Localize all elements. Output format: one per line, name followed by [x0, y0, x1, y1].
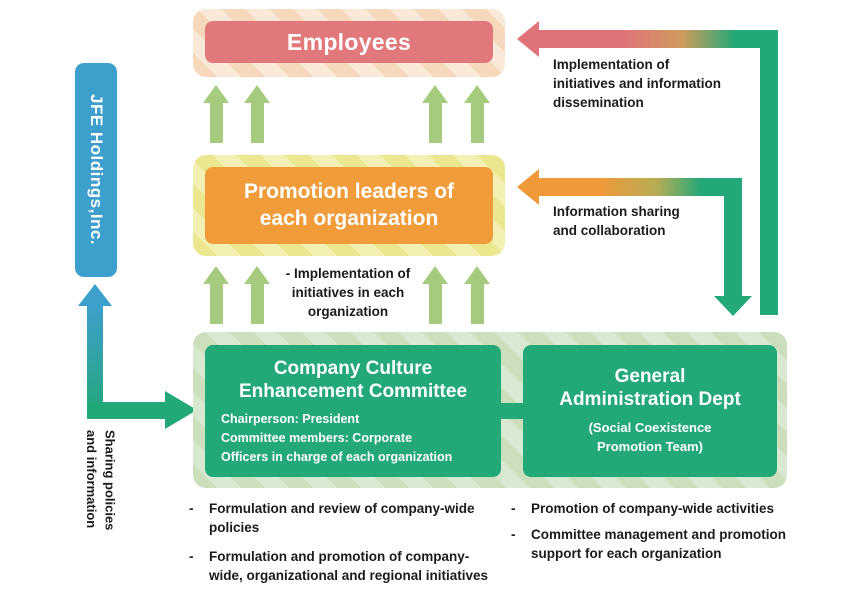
jfe-holdings-box: JFE Holdings,Inc. [75, 63, 117, 277]
up-arrow-icon [422, 266, 448, 324]
employees-title: Employees [286, 28, 412, 55]
list-item-text: Formulation and review of company-wide p… [209, 501, 475, 535]
dash-bullet: - [189, 501, 194, 516]
red-arrow-vertical-bar [760, 30, 778, 315]
committee-box: Company Culture Enhancement Committee Ch… [205, 345, 501, 477]
orange-arrow-left-head [517, 169, 539, 205]
sharing-arrow-up-head [78, 284, 112, 306]
sharing-arrow-right-head [165, 391, 197, 429]
up-arrow-icon [203, 266, 229, 324]
red-arrow-left-head [517, 21, 539, 57]
list-item-text: Promotion of company-wide activities [531, 501, 775, 516]
list-item-text: Formulation and promotion of company- wi… [209, 549, 489, 583]
up-arrow-icon [244, 266, 270, 324]
list-item: - Formulation and promotion of company- … [189, 547, 519, 585]
dash-bullet: - [189, 549, 194, 564]
admin-task-list: - Promotion of company-wide activities -… [511, 499, 831, 573]
orange-arrow-down-head [714, 296, 752, 316]
implementation-each-org-label: - Implementation of initiatives in each … [285, 266, 411, 319]
list-item: - Committee management and promotion sup… [511, 525, 831, 563]
committee-title: Company Culture Enhancement Committee [238, 358, 468, 403]
employees-box: Employees [205, 21, 493, 63]
admin-dept-title: General Administration Dept [559, 366, 741, 411]
up-arrow-icon [464, 266, 490, 324]
committee-admin-connector [497, 403, 527, 419]
dash-bullet: - [511, 501, 516, 516]
admin-dept-subtitle: (Social Coexistence Promotion Team) [588, 420, 712, 455]
committee-task-list: - Formulation and review of company-wide… [189, 499, 519, 595]
up-arrow-icon [203, 85, 229, 143]
sharing-policies-label: Sharing policies and information [84, 430, 118, 531]
promotion-leaders-box: Promotion leaders of each organization [205, 167, 493, 244]
information-sharing-label: Information sharing and collaboration [553, 204, 680, 238]
sharing-arrow-horizontal-shaft [87, 402, 165, 419]
sharing-arrow-vertical-shaft [87, 305, 103, 419]
committee-details: Chairperson: President Committee members… [221, 412, 453, 464]
admin-dept-box: General Administration Dept (Social Coex… [523, 345, 777, 477]
list-item: - Promotion of company-wide activities [511, 499, 831, 518]
red-arrow-shaft [539, 30, 778, 48]
list-item: - Formulation and review of company-wide… [189, 499, 519, 537]
up-arrow-icon [244, 85, 270, 143]
up-arrow-icon [464, 85, 490, 143]
dash-bullet: - [511, 527, 516, 542]
orange-arrow-vertical-bar [724, 178, 742, 296]
up-arrow-icon [422, 85, 448, 143]
promotion-leaders-title: Promotion leaders of each organization [243, 180, 455, 230]
list-item-text: Committee management and promotion suppo… [531, 527, 787, 561]
orange-arrow-shaft [539, 178, 742, 196]
jfe-holdings-label: JFE Holdings,Inc. [87, 94, 106, 246]
implementation-dissemination-label: Implementation of initiatives and inform… [553, 57, 722, 110]
